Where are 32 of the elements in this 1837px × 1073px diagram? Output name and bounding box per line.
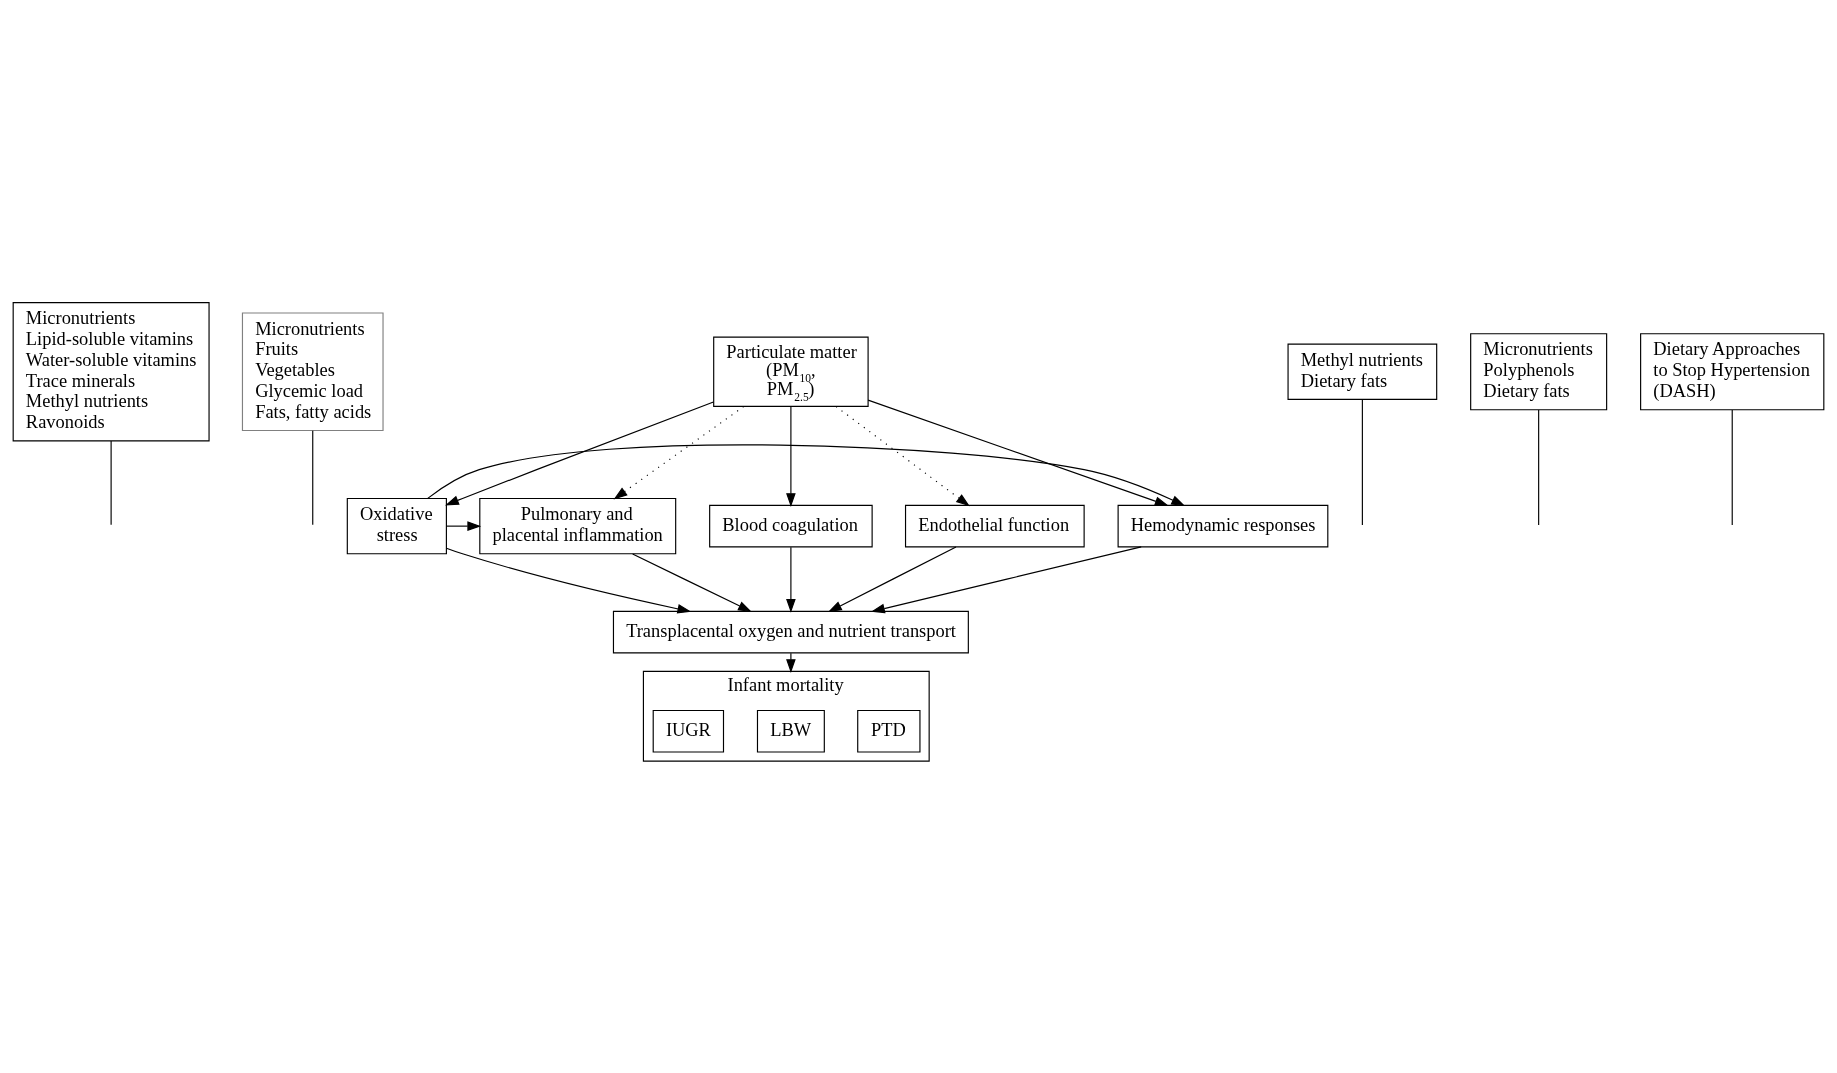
node-box: Particulate matter (PM$_{10}$, PM$_{2.5}$) — [713, 336, 869, 407]
node-box: LBW — [756, 709, 825, 753]
node-box: Micronutrients Lipid-soluble vitamins Water-soluble vitamins Trace minerals Methyl nutrients Ravonoids — [12, 302, 210, 442]
node-box: Endothelial function — [904, 504, 1085, 548]
arrow — [871, 546, 1142, 614]
arrow — [786, 546, 796, 613]
connector — [1361, 399, 1363, 526]
arrow — [445, 547, 692, 614]
connector — [1538, 409, 1540, 526]
arrow — [835, 406, 970, 507]
arrow — [446, 521, 482, 531]
arrow — [445, 401, 715, 506]
arrow — [632, 553, 752, 612]
connector — [312, 430, 314, 526]
connector — [1731, 409, 1733, 526]
node-box: Micronutrients Polyphenols Dietary fats — [1470, 333, 1608, 411]
arrow — [867, 399, 1169, 506]
arrow — [786, 652, 796, 674]
node-box: Hemodynamic responses — [1117, 504, 1329, 548]
arrow — [427, 444, 1186, 507]
node-box: Methyl nutrients Dietary fats — [1287, 343, 1438, 400]
node-box: Blood coagulation — [709, 504, 873, 548]
connector — [110, 440, 112, 526]
arrow — [828, 546, 957, 613]
node-box: Oxidative stress — [346, 497, 447, 555]
arrow — [786, 406, 796, 508]
node-box: Micronutrients Fruits Vegetables Glycemic load Fats, fatty acids — [241, 312, 384, 432]
node-box: IUGR — [652, 709, 725, 753]
node-box: Dietary Approaches to Stop Hypertension (DASH) — [1640, 333, 1825, 411]
node-box: Pulmonary and placental inflammation — [479, 497, 677, 555]
node-box: PTD — [857, 709, 921, 753]
node-box: Transplacental oxygen and nutrient transport — [612, 610, 969, 654]
